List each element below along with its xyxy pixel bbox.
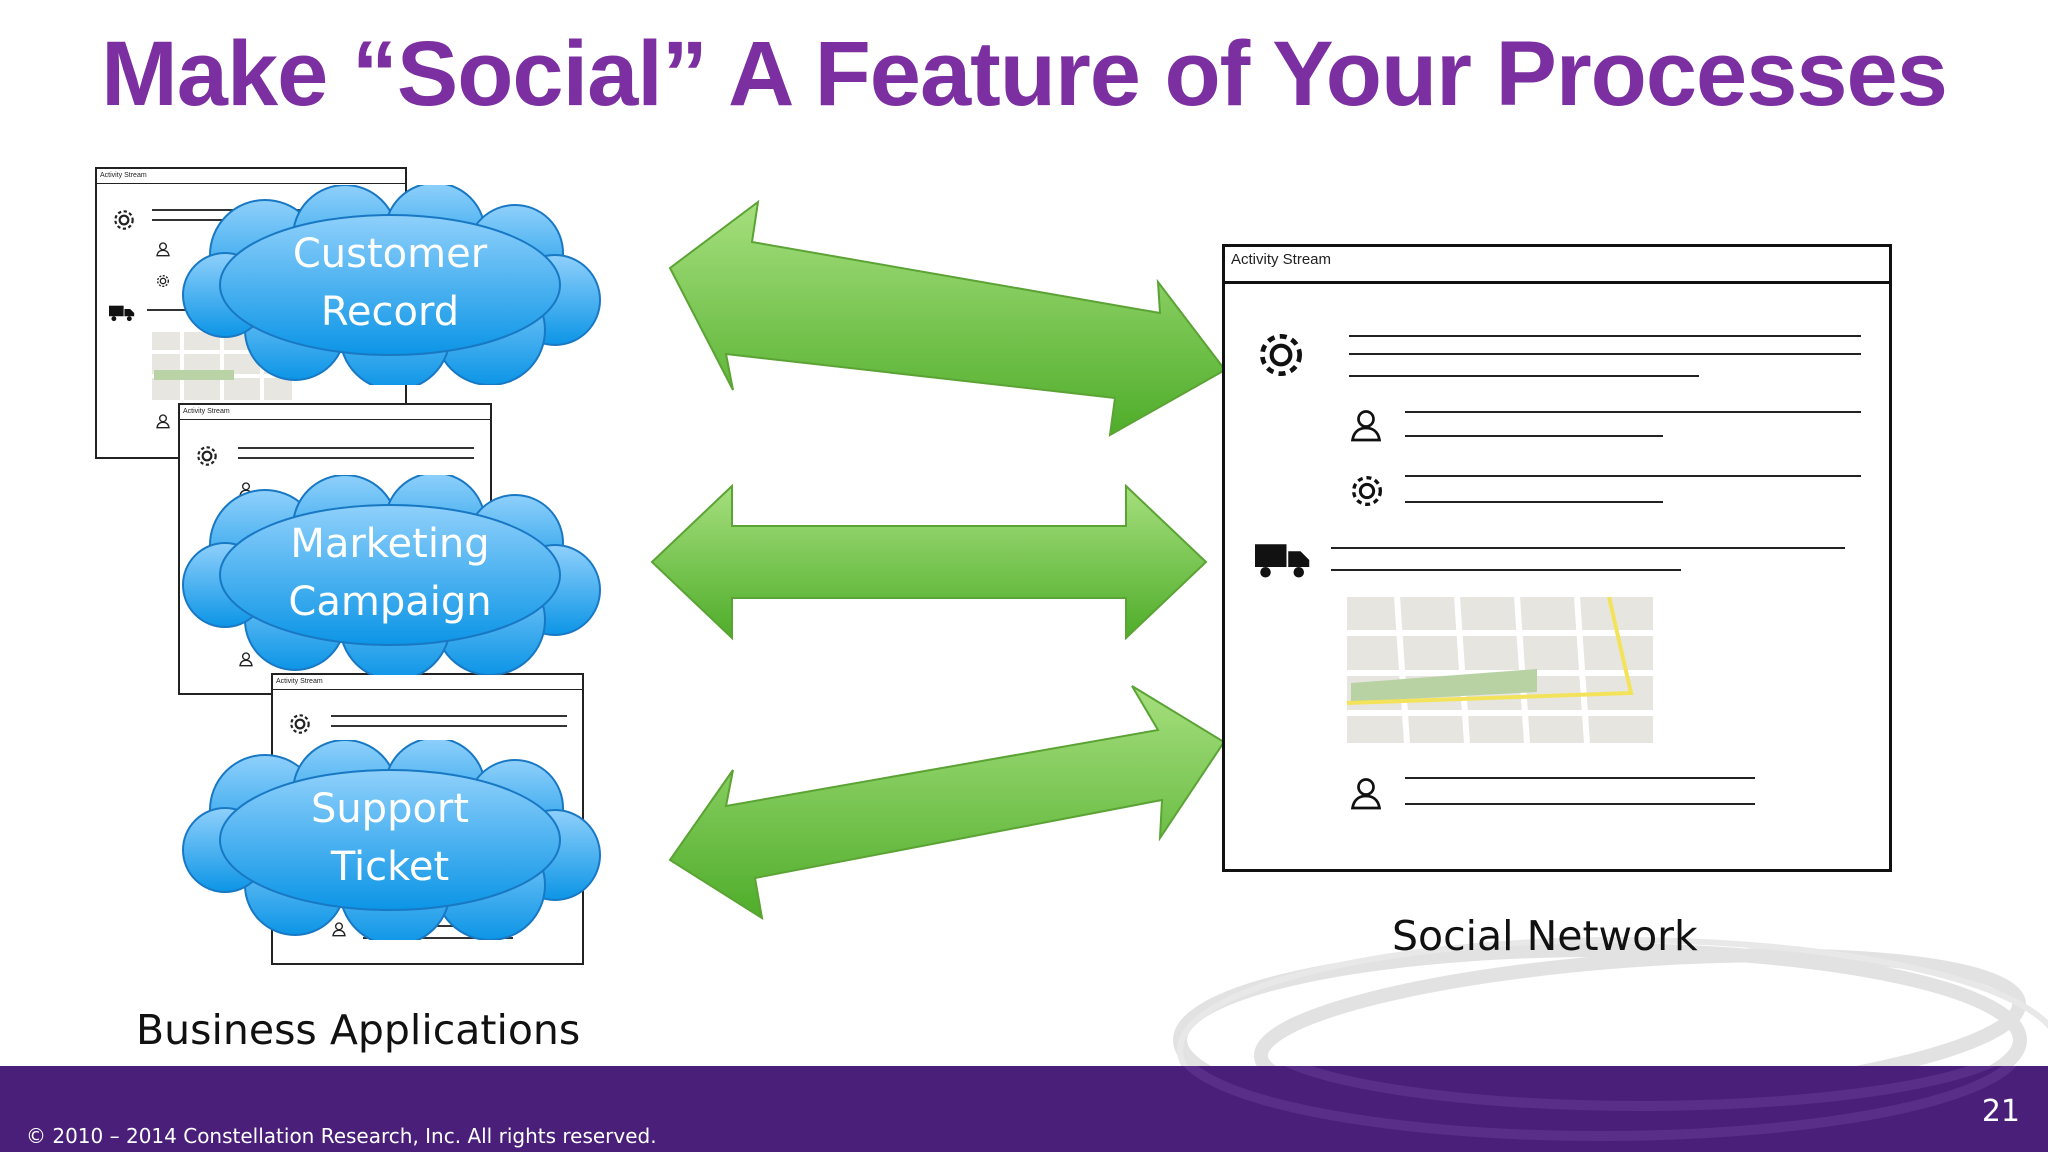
user-icon <box>156 414 170 429</box>
truck-icon <box>1255 544 1310 578</box>
bidirectional-arrows <box>650 199 1227 921</box>
gear-icon <box>157 275 169 287</box>
map-thumbnail <box>1347 597 1653 743</box>
cloud-label: Customer Record <box>292 231 488 335</box>
user-icon <box>1350 778 1382 810</box>
truck-icon <box>109 305 135 322</box>
gear-icon <box>1260 334 1302 376</box>
caption-social-network: Social Network <box>1392 912 1698 960</box>
cloud-label: Support Ticket <box>310 786 470 890</box>
user-icon <box>332 922 346 937</box>
copyright-text: © 2010 – 2014 Constellation Research, In… <box>26 1124 657 1148</box>
gear-icon <box>197 446 217 466</box>
gear-icon <box>1352 476 1382 506</box>
mockup-header: Activity Stream <box>180 405 490 420</box>
caption-business-applications: Business Applications <box>136 1006 581 1054</box>
arrow-middle <box>650 483 1208 641</box>
slide-title: Make “Social” A Feature of Your Processe… <box>101 23 1948 125</box>
arrow-bottom <box>668 685 1226 921</box>
mockup-header: Activity Stream <box>97 169 405 184</box>
footer-bar <box>0 1066 2048 1152</box>
cloud-customer-record: Customer Record <box>170 185 610 385</box>
page-number: 21 <box>1981 1094 2020 1129</box>
user-icon <box>239 652 253 667</box>
cloud-support-ticket: Support Ticket <box>170 740 610 940</box>
gear-icon <box>114 210 134 230</box>
user-icon <box>1350 410 1382 442</box>
cloud-marketing-campaign: Marketing Campaign <box>170 475 610 675</box>
mockup-header: Activity Stream <box>273 675 582 690</box>
social-network-mockup: Activity Stream <box>1222 244 1892 872</box>
user-icon <box>156 242 170 257</box>
gear-icon <box>290 714 310 734</box>
mockup-header: Activity Stream <box>1225 247 1889 284</box>
arrow-top <box>668 199 1227 437</box>
cloud-label: Marketing Campaign <box>288 521 492 625</box>
